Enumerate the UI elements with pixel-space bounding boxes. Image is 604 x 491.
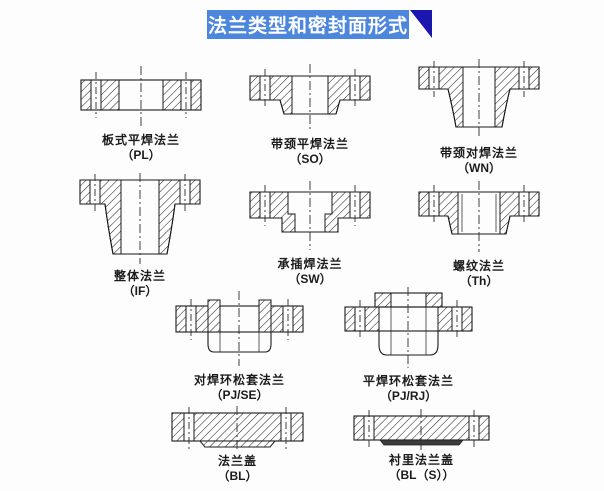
flange-code: （BL） xyxy=(217,469,258,483)
flange-code: （SW） xyxy=(288,272,332,286)
flange-name: 螺纹法兰 xyxy=(452,259,505,273)
flange-code: （WN） xyxy=(457,161,501,175)
title-fold-triangle-icon xyxy=(410,10,432,38)
flange-name: 板式平焊法兰 xyxy=(101,133,180,147)
pjse-flange-drawing xyxy=(175,291,304,366)
sw-flange-drawing xyxy=(249,181,371,250)
flange-name: 衬里法兰盖 xyxy=(388,453,454,467)
figure-weld-neck-flange-wn: 带颈对焊法兰 （WN） xyxy=(394,57,564,175)
if-flange-drawing xyxy=(79,173,201,264)
figure-integral-flange-if: 整体法兰 （IF） xyxy=(55,172,225,298)
figure-lap-joint-flange-pjrj: 平焊环松套法兰 （PJ/RJ） xyxy=(321,285,496,403)
flange-name: 平焊环松套法兰 xyxy=(362,374,454,388)
flange-code: （BL（S）） xyxy=(388,468,455,482)
figure-lap-joint-flange-pjse: 对焊环松套法兰 （PJ/SE） xyxy=(152,288,327,402)
flange-code: （SO） xyxy=(289,152,331,166)
figure-slip-on-flange-so: 带颈平焊法兰 （SO） xyxy=(225,62,395,166)
figure-socket-weld-flange-sw: 承插焊法兰 （SW） xyxy=(225,180,395,286)
flange-name: 对焊环松套法兰 xyxy=(193,373,285,387)
figure-blind-flange-bl: 法兰盖 （BL） xyxy=(150,405,325,483)
wn-flange-drawing xyxy=(418,59,540,139)
pl-flange-drawing xyxy=(80,66,202,126)
so-flange-drawing xyxy=(249,64,371,130)
flange-name: 承插焊法兰 xyxy=(277,257,343,271)
flange-name: 整体法兰 xyxy=(113,269,166,283)
figure-threaded-flange-th: 螺纹法兰 （Th） xyxy=(394,180,564,288)
flange-code: （PJ/RJ） xyxy=(379,389,438,403)
flange-code: （IF） xyxy=(122,284,158,298)
flange-code: （PJ/SE） xyxy=(210,388,269,402)
flange-name: 带颈平焊法兰 xyxy=(270,137,349,151)
flange-code: （Th） xyxy=(459,274,499,288)
bl-flange-drawing xyxy=(171,406,304,451)
pjrj-flange-drawing xyxy=(344,287,473,368)
flange-name: 法兰盖 xyxy=(217,454,257,468)
flange-code: （PL） xyxy=(121,148,161,162)
th-flange-drawing xyxy=(418,181,540,252)
bls-flange-drawing xyxy=(353,409,490,450)
figure-plate-flange-pl: 板式平焊法兰 （PL） xyxy=(56,62,226,162)
figure-lined-blind-flange-bls: 衬里法兰盖 （BL（S）） xyxy=(334,408,509,482)
page-title: 法兰类型和密封面形式 xyxy=(207,10,409,39)
flange-name: 带颈对焊法兰 xyxy=(439,146,518,160)
